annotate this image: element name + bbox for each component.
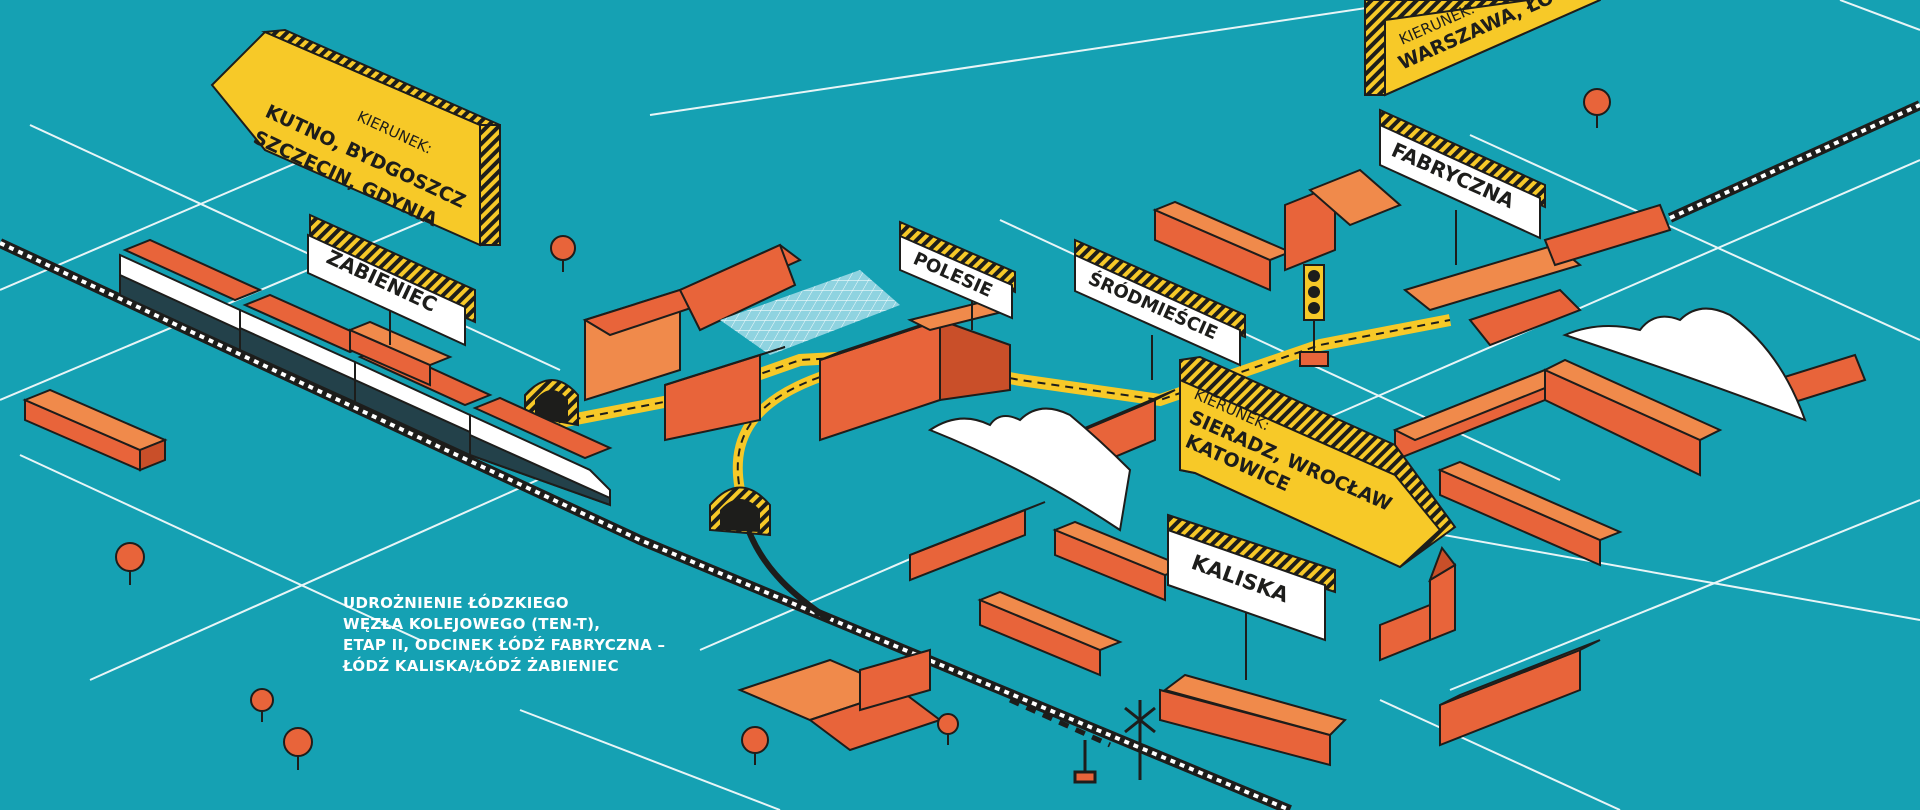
tunnel-portal-south — [709, 486, 771, 537]
project-caption: UDROŻNIENIE ŁÓDZKIEGO WĘZŁA KOLEJOWEGO (… — [343, 593, 763, 677]
trees — [115, 88, 1611, 770]
buildings — [22, 168, 1867, 767]
direction-sign-sieradz: KIERUNEK: SIERADZ, WROCŁAW KATOWICE — [1179, 355, 1457, 569]
station-sign-kaliska: KALISKA — [1167, 513, 1336, 642]
traffic-light — [1299, 264, 1329, 367]
train — [119, 238, 613, 507]
station-sign-polesie: POLESIE — [899, 220, 1016, 320]
station-sign-fabryczna: FABRYCZNA — [1379, 108, 1546, 240]
direction-sign-kutno: KIERUNEK: KUTNO, BYDGOSZCZ SZCZECIN, GDY… — [210, 28, 501, 247]
direction-sign-warszawa: KIERUNEK: WARSZAWA, ŁÓ — [1364, 0, 1601, 97]
caption-line-3: ETAP II, ODCINEK ŁÓDŹ FABRYCZNA – — [343, 636, 666, 654]
sign-posts — [389, 210, 1457, 680]
caption-line-1: UDROŻNIENIE ŁÓDZKIEGO — [343, 594, 569, 612]
tunnel-portal-west — [524, 379, 579, 427]
caption-line-4: ŁÓDŹ KALISKA/ŁÓDŹ ŻABIENIEC — [343, 657, 619, 675]
railway-main — [0, 100, 1920, 810]
caption-line-2: WĘZŁA KOLEJOWEGO (TEN-T), — [343, 615, 601, 633]
railway-crossing — [1008, 697, 1156, 784]
clouds — [927, 307, 1807, 532]
